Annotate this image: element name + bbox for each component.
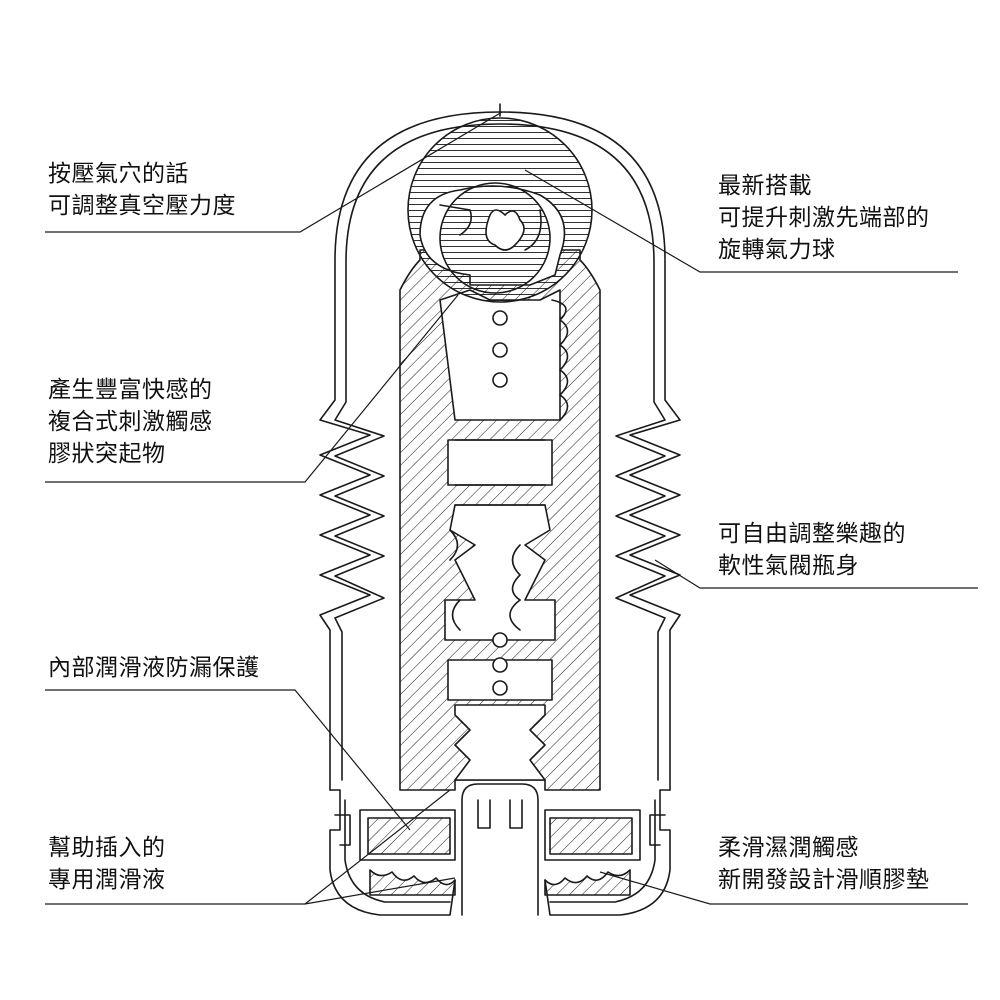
left-seal-block bbox=[367, 817, 451, 855]
leader-pad bbox=[599, 871, 968, 905]
label-ball-line-2: 可提升刺激先端部的 bbox=[718, 205, 930, 231]
right-gel-pad bbox=[544, 869, 631, 896]
label-pad: 柔滑濕潤觸感 新開發設計滑順膠墊 bbox=[718, 832, 930, 896]
label-bumps-line-3: 膠狀突起物 bbox=[48, 441, 166, 467]
label-ball-line-1: 最新搭載 bbox=[718, 173, 812, 199]
label-bottle-line-1: 可自由調整樂趣的 bbox=[718, 521, 906, 547]
left-gel-pad bbox=[369, 869, 456, 896]
leader-leak bbox=[45, 689, 411, 831]
label-bottle: 可自由調整樂趣的 軟性氣閥瓶身 bbox=[718, 518, 906, 582]
leader-bumps bbox=[45, 294, 459, 483]
right-seal-block bbox=[549, 817, 633, 855]
label-pad-line-1: 柔滑濕潤觸感 bbox=[718, 835, 859, 861]
label-bumps-line-1: 產生豐富快感的 bbox=[48, 377, 213, 403]
base-left bbox=[329, 789, 456, 916]
inner-channel bbox=[454, 704, 546, 781]
base-right bbox=[544, 789, 671, 916]
label-ball: 最新搭載 可提升刺激先端部的 旋轉氣力球 bbox=[718, 170, 930, 266]
label-air-hole-line-2: 可調整真空壓力度 bbox=[48, 193, 236, 219]
label-bumps: 產生豐富快感的 複合式刺激觸感 膠狀突起物 bbox=[48, 374, 213, 470]
leader-bottle bbox=[654, 559, 978, 589]
label-bumps-line-2: 複合式刺激觸感 bbox=[48, 409, 213, 435]
label-lube-line-1: 幫助插入的 bbox=[48, 835, 166, 861]
label-ball-line-3: 旋轉氣力球 bbox=[718, 237, 836, 263]
label-leak-line-1: 內部潤滑液防漏保護 bbox=[48, 655, 260, 681]
label-air-hole: 按壓氣穴的話 可調整真空壓力度 bbox=[48, 158, 236, 222]
air-ball bbox=[407, 117, 593, 303]
leader-lube bbox=[45, 789, 456, 905]
label-air-hole-line-1: 按壓氣穴的話 bbox=[48, 161, 189, 187]
label-leak: 內部潤滑液防漏保護 bbox=[48, 652, 260, 684]
leader-air-hole bbox=[45, 111, 503, 233]
leader-ball bbox=[524, 169, 958, 273]
label-pad-line-2: 新開發設計滑順膠墊 bbox=[718, 867, 930, 893]
label-bottle-line-2: 軟性氣閥瓶身 bbox=[718, 553, 859, 579]
label-lube: 幫助插入的 專用潤滑液 bbox=[48, 832, 166, 896]
label-lube-line-2: 專用潤滑液 bbox=[48, 867, 166, 893]
